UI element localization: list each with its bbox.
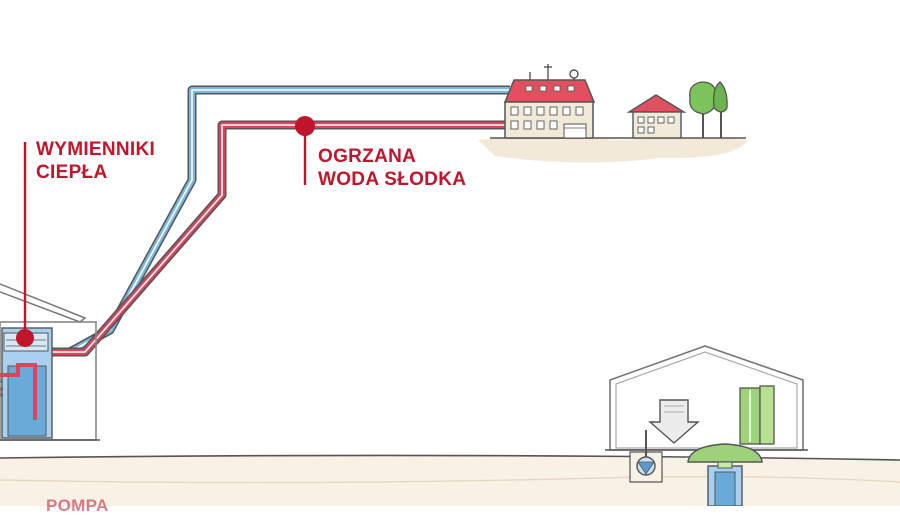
heated-water-label: OGRZANA WODA SŁODKA — [318, 145, 466, 191]
heat-exchangers-label-line2: CIEPŁA — [36, 162, 108, 183]
valve-gauge-icon — [629, 430, 663, 483]
house-icon — [626, 94, 687, 139]
heat-exchanger-icon — [0, 327, 53, 439]
ground — [0, 454, 900, 506]
cold-pipe — [0, 85, 510, 383]
tank-icon — [739, 385, 775, 445]
tree-icon — [689, 81, 728, 138]
building-icon — [503, 64, 596, 139]
town-ground — [478, 137, 748, 163]
down-arrow-icon — [648, 399, 700, 444]
pump-wellhead — [687, 443, 763, 506]
heat-exchangers-label: WYMIENNIKI CIEPŁA — [36, 138, 155, 184]
pump-house-icon — [605, 345, 808, 451]
heat-exchanger-callout — [16, 142, 34, 347]
pump-label-partial: POMPA — [46, 496, 109, 515]
heated-water-label-line2: WODA SŁODKA — [318, 169, 467, 190]
heat-exchanger-building — [0, 283, 100, 441]
heated-water-label-line1: OGRZANA — [318, 146, 417, 167]
heated-water-callout — [295, 116, 315, 185]
heat-exchangers-label-line1: WYMIENNIKI — [36, 139, 156, 160]
